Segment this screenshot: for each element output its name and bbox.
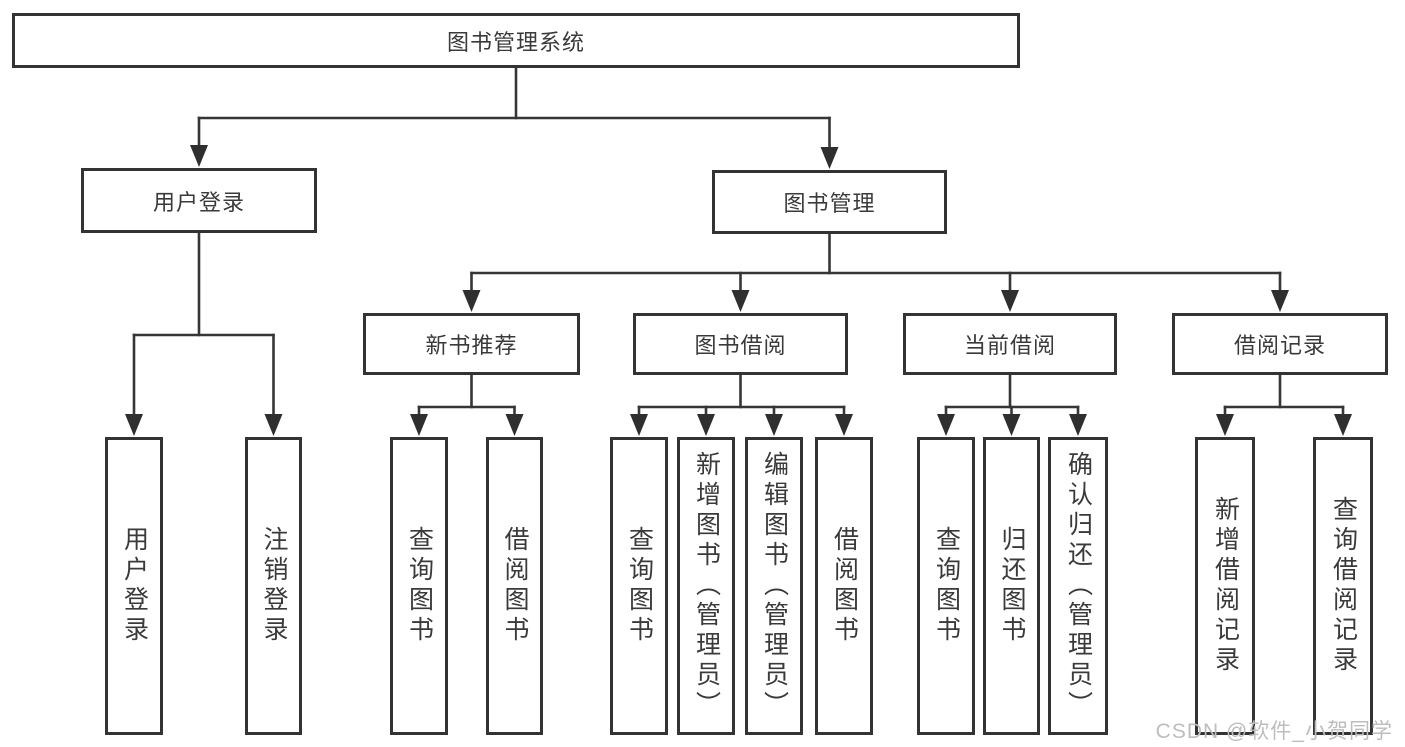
node-current: 当前借阅	[903, 313, 1117, 375]
node-label-cur-query: 查询图书	[932, 526, 961, 646]
node-login-logout: 注销登录	[245, 437, 302, 735]
arrowhead-icon	[125, 414, 143, 436]
node-bor-edit: 编辑图书（管理员）	[745, 437, 803, 735]
arrowhead-icon	[1216, 414, 1234, 436]
node-cur-query: 查询图书	[917, 437, 975, 735]
node-label-recommend: 新书推荐	[425, 333, 518, 358]
arrowhead-icon	[937, 414, 955, 436]
node-rec-query: 查询图书	[390, 437, 448, 735]
node-label-login-logout: 注销登录	[260, 526, 288, 646]
node-label-mgmt: 图书管理	[783, 191, 876, 216]
node-cur-return: 归还图书	[983, 437, 1040, 735]
arrowhead-icon	[697, 414, 715, 436]
node-label-rec-borrow: 借阅图书	[501, 526, 529, 646]
node-label-login-user: 用户登录	[120, 526, 149, 646]
node-label-cur-confirm: 确认归还（管理员）	[1064, 451, 1093, 721]
arrowhead-icon	[462, 290, 481, 312]
node-label-bor-add: 新增图书（管理员）	[692, 451, 721, 721]
arrowhead-icon	[1271, 290, 1289, 312]
node-label-rcd-add: 新增借阅记录	[1211, 496, 1240, 676]
node-bor-add: 新增图书（管理员）	[677, 437, 735, 735]
arrowhead-icon	[264, 414, 283, 436]
node-root: 图书管理系统	[12, 13, 1020, 68]
arrowhead-icon	[731, 290, 750, 312]
node-label-bor-query: 查询图书	[625, 526, 654, 646]
node-label-bor-edit: 编辑图书（管理员）	[760, 451, 789, 721]
node-label-borrow: 图书借阅	[694, 333, 787, 358]
arrowhead-icon	[1002, 414, 1021, 436]
node-bor-query: 查询图书	[610, 437, 668, 735]
node-login: 用户登录	[81, 168, 317, 233]
arrowhead-icon	[410, 414, 428, 436]
node-bor-borrow: 借阅图书	[815, 437, 873, 735]
arrowhead-icon	[1334, 414, 1352, 436]
node-label-login: 用户登录	[152, 189, 245, 215]
arrowhead-icon	[630, 414, 648, 436]
node-label-rcd-query: 查询借阅记录	[1329, 496, 1358, 676]
node-label-records: 借阅记录	[1233, 333, 1326, 358]
watermark-text: CSDN @软件_小贺同学	[1155, 720, 1393, 743]
arrowhead-icon	[835, 414, 853, 436]
node-label-bor-borrow: 借阅图书	[830, 526, 859, 646]
node-login-user: 用户登录	[105, 437, 163, 735]
node-label-current: 当前借阅	[963, 333, 1056, 358]
node-cur-confirm: 确认归还（管理员）	[1048, 437, 1108, 735]
node-label-cur-return: 归还图书	[998, 526, 1026, 646]
node-borrow: 图书借阅	[633, 313, 848, 375]
arrowhead-icon	[820, 147, 839, 169]
node-rcd-query: 查询借阅记录	[1313, 437, 1373, 735]
arrowhead-icon	[1069, 414, 1087, 436]
arrowhead-icon	[1001, 290, 1019, 312]
arrowhead-icon	[505, 414, 524, 436]
node-rec-borrow: 借阅图书	[486, 437, 543, 735]
arrowhead-icon	[190, 145, 208, 167]
node-recommend: 新书推荐	[363, 313, 580, 375]
arrowhead-icon	[765, 414, 783, 436]
node-records: 借阅记录	[1172, 313, 1388, 375]
node-rcd-add: 新增借阅记录	[1195, 437, 1255, 735]
node-label-rec-query: 查询图书	[405, 526, 434, 646]
node-mgmt: 图书管理	[712, 170, 947, 234]
node-label-root: 图书管理系统	[446, 29, 585, 55]
